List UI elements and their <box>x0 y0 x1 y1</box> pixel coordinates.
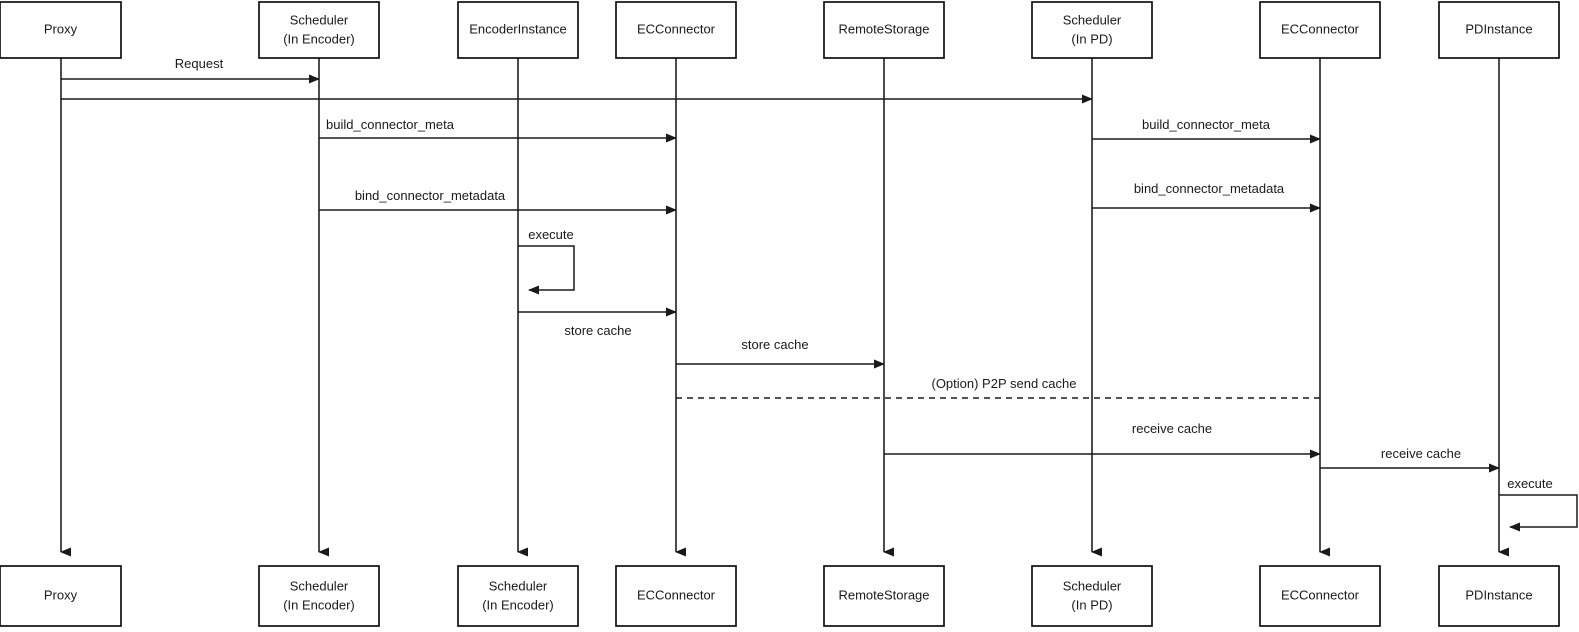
bottom-participant-label-line1: Scheduler <box>489 578 548 593</box>
top-participant-label: Proxy <box>44 21 78 36</box>
message-label-receive-cache-ecconnector-to-pdinstance: receive cache <box>1381 446 1461 461</box>
top-participant-box-scheduler-in-pd[interactable]: Scheduler (In PD) <box>1031 1 1153 59</box>
top-participant-box-ec-connector-left[interactable]: ECConnector <box>615 1 737 59</box>
message-build-connector-meta-right[interactable]: build_connector_meta <box>1092 117 1321 144</box>
self-message-group: execute execute <box>518 227 1578 532</box>
bottom-participant-box-scheduler-in-pd[interactable]: Scheduler (In PD) <box>1031 565 1153 627</box>
bottom-participant-box-ec-connector-right[interactable]: ECConnector <box>1259 565 1381 627</box>
self-message-path-execute-pd-instance <box>1499 494 1578 532</box>
message-p2p-send-cache[interactable]: (Option) P2P send cache <box>676 376 1320 399</box>
message-label-build-connector-meta-left: build_connector_meta <box>326 117 455 132</box>
top-participant-box-ec-connector-right[interactable]: ECConnector <box>1259 1 1381 59</box>
message-store-cache-encoder-to-ecconnector[interactable]: store cache <box>518 307 677 338</box>
bottom-participant-label: RemoteStorage <box>838 587 929 602</box>
message-label-store-cache-encoder-to-ecconnector: store cache <box>564 323 631 338</box>
self-message-execute-encoder-instance[interactable]: execute <box>518 227 575 295</box>
message-label-bind-connector-metadata-right: bind_connector_metadata <box>1134 181 1285 196</box>
top-participant-box-encoder-instance[interactable]: EncoderInstance <box>457 1 579 59</box>
bottom-participant-label: ECConnector <box>1281 587 1360 602</box>
bottom-participant-box-proxy[interactable]: Proxy <box>0 565 122 627</box>
bottom-participant-boxes: Proxy Scheduler (In Encoder) Scheduler (In E… <box>0 565 1560 627</box>
message-group: Request build_connector_meta build_connect… <box>61 56 1500 473</box>
top-participant-label: PDInstance <box>1465 21 1532 36</box>
message-label-build-connector-meta-right: build_connector_meta <box>1142 117 1271 132</box>
bottom-participant-box-pd-instance[interactable]: PDInstance <box>1438 565 1560 627</box>
message-label-p2p-send-cache: (Option) P2P send cache <box>931 376 1076 391</box>
message-store-cache-ecconnector-to-remotestorage[interactable]: store cache <box>676 337 885 369</box>
message-label-store-cache-ecconnector-to-remotestorage: store cache <box>741 337 808 352</box>
bottom-participant-label-line1: Scheduler <box>1063 578 1122 593</box>
top-participant-boxes: Proxy Scheduler (In Encoder) EncoderInstanc… <box>0 1 1560 59</box>
message-label-receive-cache-remotestorage-to-ecconnector: receive cache <box>1132 421 1212 436</box>
top-participant-label-line1: Scheduler <box>290 12 349 27</box>
bottom-participant-label: PDInstance <box>1465 587 1532 602</box>
bottom-participant-label-line1: Scheduler <box>290 578 349 593</box>
top-participant-box-remote-storage[interactable]: RemoteStorage <box>823 1 945 59</box>
message-receive-cache-remotestorage-to-ecconnector[interactable]: receive cache <box>884 421 1321 459</box>
top-participant-box-scheduler-in-encoder[interactable]: Scheduler (In Encoder) <box>258 1 380 59</box>
bottom-participant-label-line2: (In Encoder) <box>482 597 554 612</box>
top-participant-label-line2: (In Encoder) <box>283 31 355 46</box>
bottom-participant-box-ec-connector-left[interactable]: ECConnector <box>615 565 737 627</box>
bottom-participant-box-encoder-instance[interactable]: Scheduler (In Encoder) <box>457 565 579 627</box>
self-message-path-execute-encoder-instance <box>518 245 575 295</box>
message-bind-connector-metadata-right[interactable]: bind_connector_metadata <box>1092 181 1321 213</box>
top-participant-box-proxy[interactable]: Proxy <box>0 1 122 59</box>
bottom-participant-box-remote-storage[interactable]: RemoteStorage <box>823 565 945 627</box>
message-bind-connector-metadata-left[interactable]: bind_connector_metadata <box>319 188 677 215</box>
top-participant-label-line2: (In PD) <box>1071 31 1112 46</box>
message-receive-cache-ecconnector-to-pdinstance[interactable]: receive cache <box>1320 446 1500 473</box>
message-build-connector-meta-left[interactable]: build_connector_meta <box>319 117 677 143</box>
bottom-participant-label-line2: (In Encoder) <box>283 597 355 612</box>
bottom-participant-label: ECConnector <box>637 587 716 602</box>
message-request[interactable]: Request <box>61 56 320 84</box>
bottom-participant-label-line2: (In PD) <box>1071 597 1112 612</box>
lifeline-group <box>60 58 1509 557</box>
self-message-label-execute-pd-instance: execute <box>1507 476 1553 491</box>
message-label-bind-connector-metadata-left: bind_connector_metadata <box>355 188 506 203</box>
top-participant-label: ECConnector <box>637 21 716 36</box>
top-participant-label-line1: Scheduler <box>1063 12 1122 27</box>
top-participant-label: EncoderInstance <box>469 21 567 36</box>
bottom-participant-label: Proxy <box>44 587 78 602</box>
top-participant-label: RemoteStorage <box>838 21 929 36</box>
message-label-request: Request <box>175 56 224 71</box>
top-participant-box-pd-instance[interactable]: PDInstance <box>1438 1 1560 59</box>
bottom-participant-box-scheduler-in-encoder[interactable]: Scheduler (In Encoder) <box>258 565 380 627</box>
self-message-execute-pd-instance[interactable]: execute <box>1499 476 1578 532</box>
self-message-label-execute-encoder-instance: execute <box>528 227 574 242</box>
top-participant-label: ECConnector <box>1281 21 1360 36</box>
